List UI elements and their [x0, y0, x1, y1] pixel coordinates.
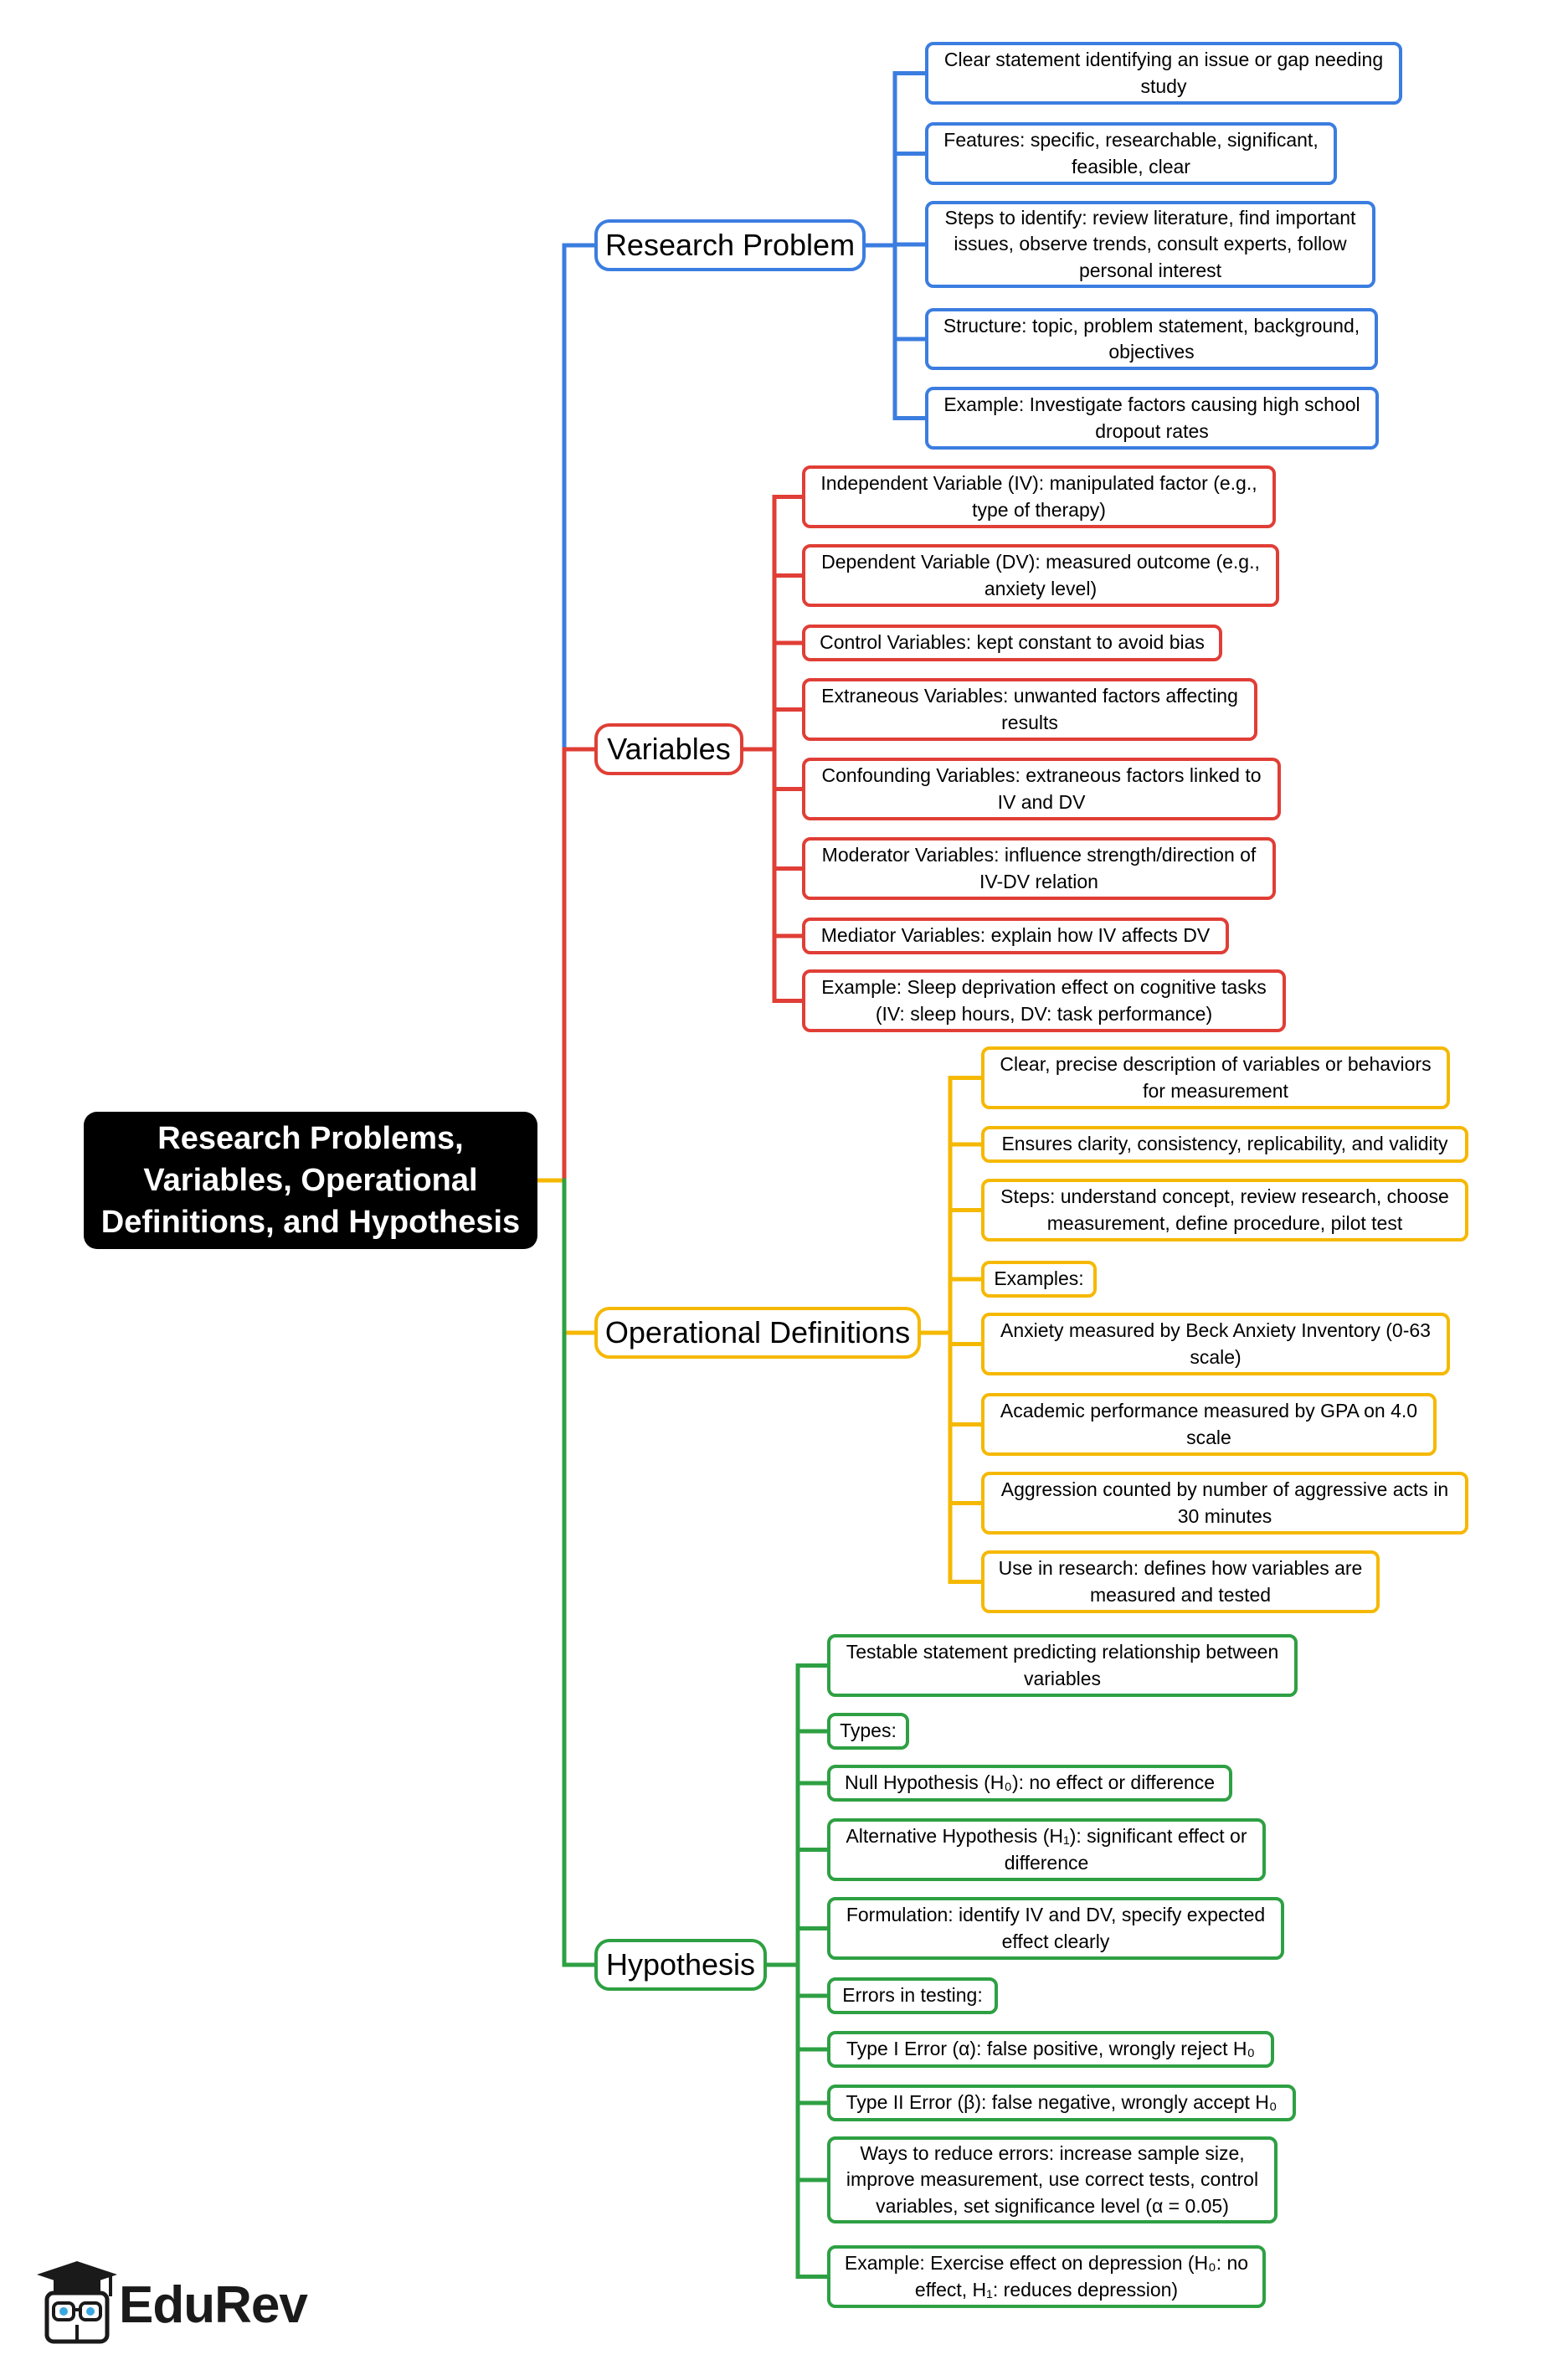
- hypothesis-leaf: Testable statement predicting relationsh…: [827, 1634, 1298, 1697]
- edurev-logo-icon: [37, 2261, 117, 2344]
- root-node: Research Problems, Variables, Operationa…: [84, 1112, 537, 1249]
- operational-definitions-leaf: Clear, precise description of variables …: [981, 1046, 1450, 1109]
- research-problem-leaf: Clear statement identifying an issue or …: [925, 42, 1402, 105]
- operational-definitions-leaf-text: Academic performance measured by GPA on …: [1000, 1400, 1418, 1448]
- hypothesis-leaf-text: Alternative Hypothesis (H₁): significant…: [846, 1825, 1247, 1874]
- logo-text: EduRev: [119, 2276, 308, 2334]
- variables-leaf-text: Moderator Variables: influence strength/…: [821, 844, 1257, 892]
- variables-branch: Variables: [594, 723, 743, 775]
- hypothesis-leaf: Type I Error (α): false positive, wrongl…: [827, 2031, 1274, 2068]
- operational-definitions-leaf-text: Examples:: [994, 1267, 1084, 1290]
- hypothesis-leaf: Types:: [827, 1713, 909, 1750]
- hypothesis-leaf-text: Ways to reduce errors: increase sample s…: [846, 2142, 1259, 2217]
- hypothesis-leaf: Type II Error (β): false negative, wrong…: [827, 2085, 1296, 2121]
- hypothesis-leaf-text: Type II Error (β): false negative, wrong…: [846, 2091, 1278, 2114]
- variables-leaf: Extraneous Variables: unwanted factors a…: [802, 678, 1257, 741]
- hypothesis-leaf: Errors in testing:: [827, 1977, 998, 2014]
- operational-definitions-leaf: Ensures clarity, consistency, replicabil…: [981, 1126, 1468, 1163]
- variables-leaf: Moderator Variables: influence strength/…: [802, 837, 1276, 900]
- variables-leaf: Example: Sleep deprivation effect on cog…: [802, 969, 1286, 1032]
- research-problem-leaf-text: Features: specific, researchable, signif…: [943, 129, 1319, 177]
- hypothesis-leaf: Null Hypothesis (H₀): no effect or diffe…: [827, 1765, 1232, 1802]
- hypothesis-leaf: Formulation: identify IV and DV, specify…: [827, 1897, 1284, 1960]
- operational-definitions-leaf-text: Aggression counted by number of aggressi…: [1000, 1478, 1449, 1527]
- research-problem-leaf-text: Example: Investigate factors causing hig…: [943, 393, 1360, 442]
- root-title: Research Problems, Variables, Operationa…: [100, 1120, 521, 1241]
- operational-definitions-leaf-text: Anxiety measured by Beck Anxiety Invento…: [1000, 1319, 1431, 1368]
- research-problem-branch: Research Problem: [594, 219, 866, 271]
- hypothesis-branch: Hypothesis: [594, 1939, 767, 1991]
- hypothesis-leaf-text: Formulation: identify IV and DV, specify…: [846, 1904, 1266, 1952]
- variables-leaf: Independent Variable (IV): manipulated f…: [802, 465, 1276, 528]
- hypothesis-leaf: Ways to reduce errors: increase sample s…: [827, 2136, 1278, 2223]
- research-problem-leaf-text: Steps to identify: review literature, fi…: [944, 207, 1356, 281]
- hypothesis-leaf-text: Null Hypothesis (H₀): no effect or diffe…: [844, 1771, 1216, 1794]
- operational-definitions-leaf: Anxiety measured by Beck Anxiety Invento…: [981, 1313, 1450, 1375]
- variables-leaf: Control Variables: kept constant to avoi…: [802, 625, 1222, 661]
- hypothesis-leaf-text: Type I Error (α): false positive, wrongl…: [846, 2038, 1256, 2060]
- variables-label: Variables: [607, 732, 731, 766]
- operational-definitions-label: Operational Definitions: [604, 1315, 911, 1350]
- variables-leaf: Dependent Variable (DV): measured outcom…: [802, 544, 1279, 607]
- operational-definitions-branch: Operational Definitions: [594, 1307, 921, 1359]
- hypothesis-leaf-text: Testable statement predicting relationsh…: [846, 1641, 1279, 1689]
- operational-definitions-leaf: Aggression counted by number of aggressi…: [981, 1472, 1468, 1535]
- hypothesis-leaf: Example: Exercise effect on depression (…: [827, 2245, 1266, 2308]
- hypothesis-leaf-text: Errors in testing:: [842, 1984, 983, 2007]
- research-problem-leaf-text: Structure: topic, problem statement, bac…: [943, 314, 1360, 362]
- hypothesis-leaf: Alternative Hypothesis (H₁): significant…: [827, 1818, 1266, 1881]
- variables-leaf-text: Confounding Variables: extraneous factor…: [821, 764, 1262, 813]
- research-problem-leaf: Example: Investigate factors causing hig…: [925, 387, 1379, 450]
- research-problem-label: Research Problem: [604, 228, 856, 262]
- variables-leaf-text: Extraneous Variables: unwanted factors a…: [821, 685, 1238, 733]
- variables-leaf-text: Control Variables: kept constant to avoi…: [820, 631, 1205, 654]
- operational-definitions-leaf: Academic performance measured by GPA on …: [981, 1393, 1437, 1456]
- operational-definitions-leaf-text: Use in research: defines how variables a…: [998, 1557, 1363, 1606]
- variables-leaf: Confounding Variables: extraneous factor…: [802, 758, 1281, 820]
- variables-leaf-text: Mediator Variables: explain how IV affec…: [820, 924, 1211, 947]
- research-problem-leaf: Features: specific, researchable, signif…: [925, 122, 1337, 185]
- operational-definitions-leaf: Examples:: [981, 1261, 1097, 1298]
- hypothesis-label: Hypothesis: [605, 1947, 756, 1982]
- research-problem-leaf: Steps to identify: review literature, fi…: [925, 201, 1375, 288]
- variables-leaf-text: Independent Variable (IV): manipulated f…: [820, 472, 1257, 521]
- operational-definitions-leaf-text: Clear, precise description of variables …: [1000, 1053, 1432, 1102]
- operational-definitions-leaf: Steps: understand concept, review resear…: [981, 1179, 1468, 1242]
- operational-definitions-leaf-text: Ensures clarity, consistency, replicabil…: [1001, 1133, 1448, 1155]
- variables-leaf: Mediator Variables: explain how IV affec…: [802, 918, 1229, 954]
- operational-definitions-leaf: Use in research: defines how variables a…: [981, 1550, 1380, 1613]
- hypothesis-leaf-text: Types:: [840, 1720, 897, 1742]
- research-problem-leaf-text: Clear statement identifying an issue or …: [943, 49, 1384, 97]
- variables-leaf-text: Example: Sleep deprivation effect on cog…: [821, 976, 1267, 1025]
- variables-leaf-text: Dependent Variable (DV): measured outcom…: [821, 551, 1260, 599]
- research-problem-leaf: Structure: topic, problem statement, bac…: [925, 308, 1378, 370]
- operational-definitions-leaf-text: Steps: understand concept, review resear…: [1000, 1185, 1449, 1234]
- hypothesis-leaf-text: Example: Exercise effect on depression (…: [844, 2252, 1249, 2301]
